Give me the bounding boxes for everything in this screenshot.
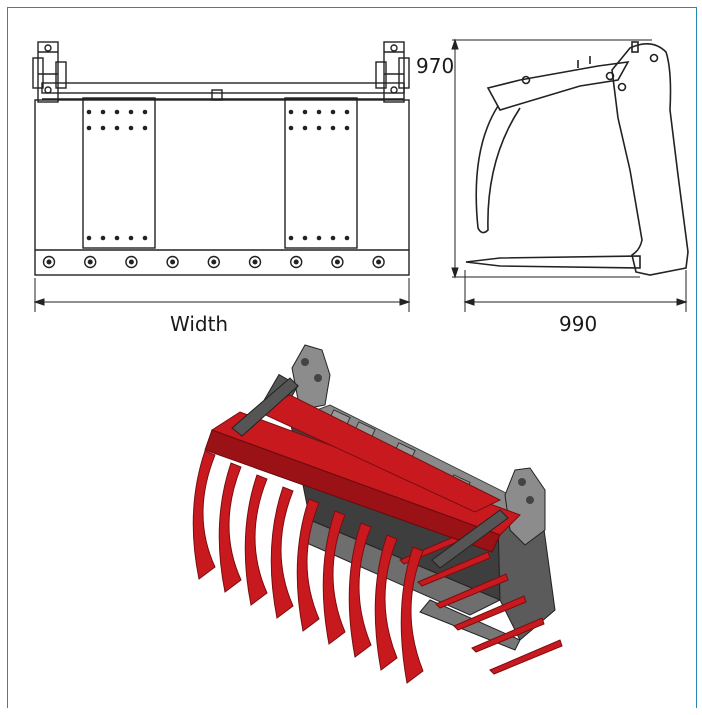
front-right-plate bbox=[284, 97, 358, 249]
side-lower-tine bbox=[465, 255, 641, 269]
red-frame-bars bbox=[204, 377, 521, 569]
plate-bolt bbox=[344, 235, 350, 241]
plate-bolt bbox=[128, 235, 134, 241]
curved-tine bbox=[374, 534, 398, 671]
tine-hole-center bbox=[46, 259, 52, 265]
tine-hole bbox=[166, 255, 179, 269]
curved-tines bbox=[192, 450, 424, 684]
curved-tine bbox=[270, 486, 294, 619]
plate-bolt bbox=[128, 109, 134, 115]
front-tine-holes bbox=[42, 255, 385, 269]
height-dimension-label: 970 bbox=[416, 54, 455, 78]
curved-tine bbox=[348, 522, 372, 658]
depth-dimension bbox=[463, 270, 688, 312]
tine-hole-center bbox=[87, 259, 93, 265]
plate-bolt bbox=[142, 235, 148, 241]
tine-hole bbox=[125, 255, 138, 269]
plate-bolt bbox=[330, 235, 336, 241]
plate-bolt bbox=[316, 125, 322, 131]
plate-bolt bbox=[100, 235, 106, 241]
curved-tine bbox=[400, 546, 424, 684]
plate-bolt bbox=[288, 109, 294, 115]
curved-tine bbox=[322, 510, 346, 645]
curved-tine bbox=[192, 450, 216, 580]
plate-bolt bbox=[142, 125, 148, 131]
plate-bolt bbox=[86, 109, 92, 115]
tine-hole-center bbox=[170, 259, 176, 265]
plate-bolt bbox=[344, 109, 350, 115]
curved-tine bbox=[218, 462, 242, 593]
tine-hole bbox=[83, 255, 97, 269]
plate-bolt bbox=[86, 235, 92, 241]
front-view bbox=[32, 41, 410, 276]
plate-bolt bbox=[344, 125, 350, 131]
tine-hole-center bbox=[293, 259, 299, 265]
width-dimension bbox=[33, 278, 411, 312]
tine-hole bbox=[331, 255, 344, 269]
tine-hole bbox=[207, 255, 221, 269]
plate-bolt bbox=[114, 109, 120, 115]
plate-bolt bbox=[288, 125, 294, 131]
tine-hole bbox=[248, 255, 262, 269]
tine-hole-center bbox=[334, 259, 340, 265]
plate-bolt bbox=[288, 235, 294, 241]
front-top-beam bbox=[41, 82, 405, 94]
lower-tine bbox=[489, 639, 563, 675]
plate-bolt bbox=[316, 235, 322, 241]
side-view bbox=[465, 41, 689, 276]
side-upper-arm bbox=[486, 60, 630, 111]
lower-tine bbox=[417, 551, 491, 587]
side-upright bbox=[611, 43, 689, 276]
curved-tine bbox=[244, 474, 268, 606]
height-dimension bbox=[451, 38, 652, 279]
lower-tine bbox=[471, 617, 545, 653]
plate-bolt bbox=[114, 125, 120, 131]
depth-dimension-label: 990 bbox=[559, 312, 598, 336]
tine-hole-center bbox=[211, 259, 217, 265]
plate-bolt bbox=[330, 125, 336, 131]
front-left-plate bbox=[82, 97, 156, 249]
left-hitch bbox=[32, 41, 67, 103]
plate-bolt bbox=[114, 235, 120, 241]
width-dimension-label: Width bbox=[170, 312, 229, 336]
front-bucket-body bbox=[34, 99, 410, 276]
plate-bolt bbox=[302, 109, 308, 115]
tine-hole bbox=[42, 255, 56, 269]
plate-bolt bbox=[86, 125, 92, 131]
plate-bolt bbox=[142, 109, 148, 115]
lower-tine bbox=[453, 595, 527, 631]
plate-bolt bbox=[100, 125, 106, 131]
plate-bolt bbox=[302, 235, 308, 241]
tine-hole bbox=[372, 255, 385, 269]
grapple-3d-render bbox=[192, 344, 563, 684]
plate-bolt bbox=[128, 125, 134, 131]
front-plate-bolts bbox=[86, 109, 350, 241]
tine-hole-center bbox=[252, 259, 258, 265]
curved-tine bbox=[296, 498, 320, 632]
tine-hole bbox=[290, 255, 303, 269]
right-hitch bbox=[375, 41, 410, 103]
plate-bolt bbox=[316, 109, 322, 115]
plate-bolt bbox=[330, 109, 336, 115]
lower-tine bbox=[435, 573, 509, 609]
tine-hole-center bbox=[376, 259, 382, 265]
plate-bolt bbox=[302, 125, 308, 131]
side-curved-tine bbox=[475, 105, 521, 234]
tine-hole-center bbox=[128, 259, 134, 265]
plate-bolt bbox=[100, 109, 106, 115]
drawing-frame bbox=[7, 7, 697, 708]
